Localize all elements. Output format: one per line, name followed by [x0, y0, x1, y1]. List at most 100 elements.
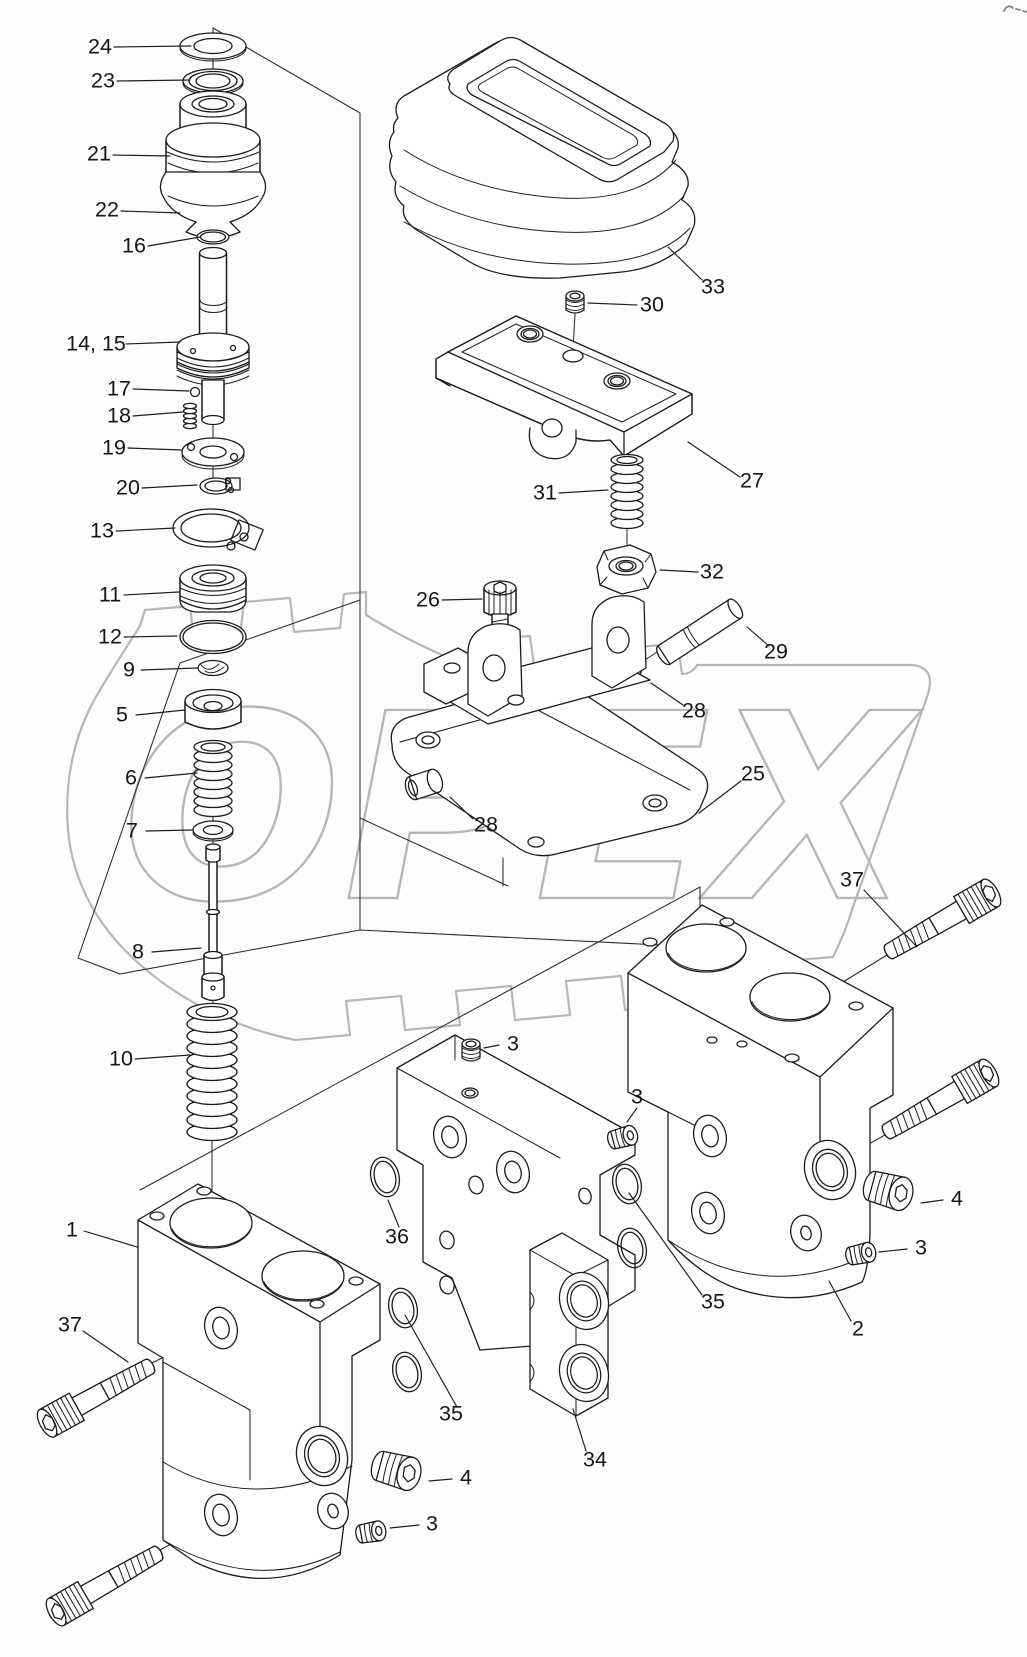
callout-9: 9: [123, 658, 198, 682]
part-port-block-34: [529, 1232, 617, 1417]
part-spring-6: [193, 739, 233, 818]
leader-line: [120, 210, 181, 214]
callout-label: 22: [95, 198, 119, 222]
callout-label: 35: [439, 1402, 463, 1426]
callout-label: 26: [416, 588, 440, 612]
callout-label: 11: [99, 583, 121, 607]
leader-line: [113, 45, 192, 48]
leader-line: [115, 527, 176, 532]
callout-label: 17: [107, 377, 131, 401]
leader-line: [667, 246, 703, 281]
callout-12: 12: [98, 625, 178, 649]
callout-33: 33: [667, 246, 725, 299]
callout-label: 32: [700, 560, 724, 584]
callout-label: 4: [951, 1187, 963, 1211]
part-pin-29: [656, 598, 744, 666]
leader-line: [144, 772, 198, 779]
callout-label: 3: [631, 1085, 643, 1109]
leader-line: [123, 635, 178, 638]
callout-8: 8: [132, 940, 202, 964]
callout-3: 3: [878, 1236, 927, 1260]
callout-label: 2: [852, 1317, 864, 1341]
callout-label: 37: [840, 868, 864, 892]
callout-label: 27: [740, 469, 764, 493]
part-plug-4-left: [367, 1446, 426, 1494]
leader-line: [151, 947, 202, 953]
callout-36: 36: [385, 1199, 409, 1249]
callout-27: 27: [687, 441, 764, 493]
callout-label: 34: [583, 1448, 607, 1472]
leader-line: [650, 682, 684, 706]
leader-line: [145, 829, 193, 832]
leader-line: [83, 1230, 138, 1248]
callout-label: 3: [915, 1236, 927, 1260]
part-boot-33: [388, 36, 696, 279]
callout-30: 30: [587, 293, 664, 317]
part-snapring-13: [172, 508, 264, 551]
callout-label: 25: [741, 762, 765, 786]
leader-line: [746, 626, 770, 647]
part-base-plate-25: [390, 595, 709, 857]
callout-25: 25: [698, 762, 765, 814]
callout-28: 28: [449, 796, 498, 837]
part-cup-5: [184, 688, 242, 730]
leader-line: [140, 667, 198, 671]
callout-5: 5: [116, 703, 186, 727]
leader-line: [828, 1280, 852, 1322]
leader-line: [878, 1248, 908, 1253]
leader-line: [387, 1199, 400, 1228]
callout-label: 19: [102, 436, 126, 460]
callout-label: 10: [109, 1047, 133, 1071]
part-setscrew-3-bottom: [353, 1519, 389, 1546]
leader-line: [141, 484, 198, 489]
part-pilot-spool-8: [201, 843, 225, 1002]
leader-line: [863, 889, 918, 948]
callout-11: 11: [99, 583, 180, 607]
scan-artifact: [1003, 5, 1027, 13]
callout-label: 1: [66, 1218, 78, 1242]
callout-20: 20: [116, 476, 198, 500]
callout-18: 18: [107, 404, 184, 428]
callout-6: 6: [125, 766, 198, 790]
leader-line: [112, 154, 171, 157]
callout-17: 17: [107, 377, 190, 401]
part-boot-22: [159, 171, 267, 239]
leader-line: [628, 1192, 703, 1296]
callout-label: 3: [507, 1032, 519, 1056]
callout-4: 4: [428, 1466, 472, 1490]
callout-3: 3: [389, 1512, 438, 1536]
leader-line: [441, 598, 483, 601]
callout-label: 20: [116, 476, 140, 500]
callout-21: 21: [87, 142, 171, 166]
callout-16: 16: [122, 234, 201, 258]
callout-26: 26: [416, 588, 483, 612]
leader-line: [132, 411, 184, 417]
leader-line: [147, 236, 201, 247]
callout-29: 29: [746, 626, 788, 664]
callout-label: 36: [385, 1225, 409, 1249]
leader-line: [135, 709, 186, 716]
part-valve-body-1: [137, 1183, 381, 1580]
callout-label: 31: [533, 481, 557, 505]
callout-label: 6: [125, 766, 137, 790]
callout-label: 4: [460, 1466, 472, 1490]
callout-label: 28: [474, 813, 498, 837]
leader-line: [483, 1044, 500, 1049]
leader-line: [449, 796, 474, 820]
callout-34: 34: [572, 1408, 607, 1472]
part-bolt-37-right-lower: [875, 1055, 1004, 1148]
callout-label: 13: [90, 519, 114, 543]
part-seal-11: [179, 564, 247, 613]
leader-line: [116, 79, 191, 82]
callout-24: 24: [88, 35, 192, 59]
callout-37: 37: [840, 868, 918, 948]
callout-23: 23: [91, 69, 191, 93]
callout-32: 32: [659, 560, 724, 584]
callout-label: 3: [426, 1512, 438, 1536]
part-spool-14-15: [176, 246, 250, 426]
leader-line: [698, 780, 742, 814]
leader-line: [572, 1408, 587, 1452]
